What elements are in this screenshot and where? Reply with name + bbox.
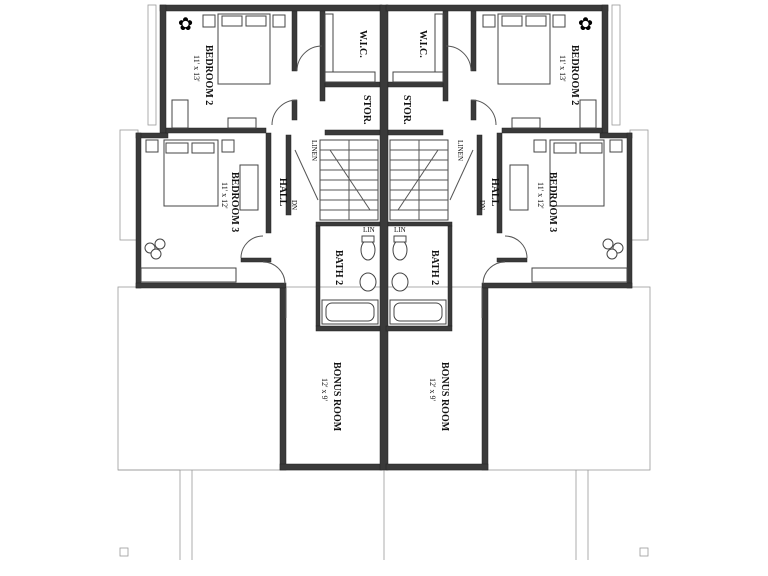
dn-label: DN — [290, 200, 298, 210]
toilet-icon — [360, 239, 376, 261]
wic-label: W.I.C. — [357, 30, 368, 58]
dn-label: DN — [478, 200, 486, 210]
left-unit-fixtures: ✿ — [140, 13, 379, 325]
hall-label: HALL — [277, 178, 288, 207]
bonus-room-label: BONUS ROOM — [439, 362, 450, 432]
left-labels: BEDROOM 2 11' x 13' W.I.C. STOR. LINEN B… — [192, 30, 375, 432]
bedroom-2-label: BEDROOM 2 — [203, 45, 214, 105]
lin-label: LIN — [363, 226, 375, 234]
bedroom-2-label: BEDROOM 2 — [569, 45, 580, 105]
bedroom-2-dims: 11' x 13' — [558, 55, 567, 82]
lin-label: LIN — [394, 226, 406, 234]
bedroom-3-label: BEDROOM 3 — [547, 172, 558, 232]
bedroom-3-dims: 11' x 12' — [220, 182, 229, 209]
bonus-room-dims: 12' x 9' — [428, 378, 437, 401]
stor-label: STOR. — [401, 95, 412, 125]
plant-icon: ✿ — [578, 14, 593, 34]
sink-icon — [359, 272, 377, 292]
plant-icon: ✿ — [178, 14, 193, 34]
right-labels: BEDROOM 2 11' x 13' W.I.C. STOR. LINEN B… — [394, 30, 580, 432]
left-unit-walls — [135, 4, 389, 471]
bedroom-3-dims: 11' x 12' — [536, 182, 545, 209]
bedroom-2-dims: 11' x 13' — [192, 55, 201, 82]
bedroom-3-label: BEDROOM 3 — [229, 172, 240, 232]
linen-label: LINEN — [310, 140, 318, 161]
wic-label: W.I.C. — [417, 30, 428, 58]
right-unit-walls — [385, 4, 633, 471]
hall-label: HALL — [489, 178, 500, 207]
linen-label: LINEN — [456, 140, 464, 161]
stor-label: STOR. — [361, 95, 372, 125]
bonus-room-label: BONUS ROOM — [331, 362, 342, 432]
right-unit-fixtures — [389, 13, 628, 325]
bonus-room-dims: 12' x 9' — [320, 378, 329, 401]
stairs-icon — [294, 139, 379, 221]
bath-2-label: BATH 2 — [333, 250, 344, 285]
bath-2-label: BATH 2 — [429, 250, 440, 285]
